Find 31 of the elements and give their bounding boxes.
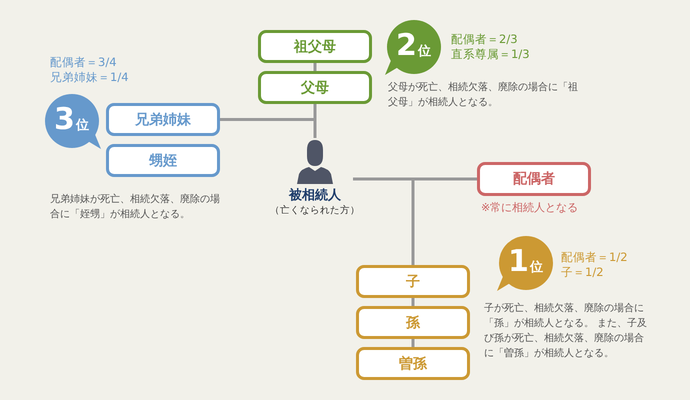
relative-box: 配偶者 (477, 162, 591, 196)
share-text: 配偶者＝3/4 (50, 55, 117, 70)
share-text: 兄弟姉妹＝1/4 (50, 70, 129, 85)
rank-number: 2 (396, 31, 417, 61)
share-text: 配偶者＝2/3 (451, 32, 518, 47)
relative-box: 父母 (258, 71, 372, 104)
relative-box: 祖父母 (258, 30, 372, 63)
description-text: 兄弟姉妹が死亡、相続欠落、廃除の場合に「姪甥」が相続人となる。 (50, 192, 221, 222)
rank-number: 1 (508, 247, 529, 277)
rank-suffix: 位 (418, 45, 431, 58)
relative-box: 曽孫 (356, 347, 470, 380)
share-text: 子＝1/2 (561, 265, 604, 280)
relative-box: 甥姪 (106, 144, 220, 177)
connector-line (412, 298, 414, 306)
person-note: （亡くなられた方） (269, 204, 361, 217)
share-text: 直系尊属＝1/3 (451, 47, 530, 62)
connector-line (412, 339, 414, 347)
rank-number: 3 (54, 105, 75, 135)
person-name: 被相続人 (288, 187, 342, 204)
relative-box: 子 (356, 265, 470, 298)
relative-box: 兄弟姉妹 (106, 103, 220, 136)
share-text: 配偶者＝1/2 (561, 250, 628, 265)
relative-box: 孫 (356, 306, 470, 339)
connector-line (353, 178, 414, 265)
note-text: ※常に相続人となる (481, 200, 578, 215)
description-text: 父母が死亡、相続欠落、廃除の場合に「祖父母」が相続人となる。 (388, 80, 578, 110)
connector-line (220, 118, 316, 138)
description-text: 子が死亡、相続欠落、廃除の場合に「孫」が相続人となる。 また、子及び孫が死亡、相続欠落、廃除の場合に「曽孫」が相続人となる。 (484, 302, 648, 361)
connector-line (314, 63, 316, 71)
rank-suffix: 位 (76, 119, 89, 132)
rank-suffix: 位 (530, 261, 543, 274)
